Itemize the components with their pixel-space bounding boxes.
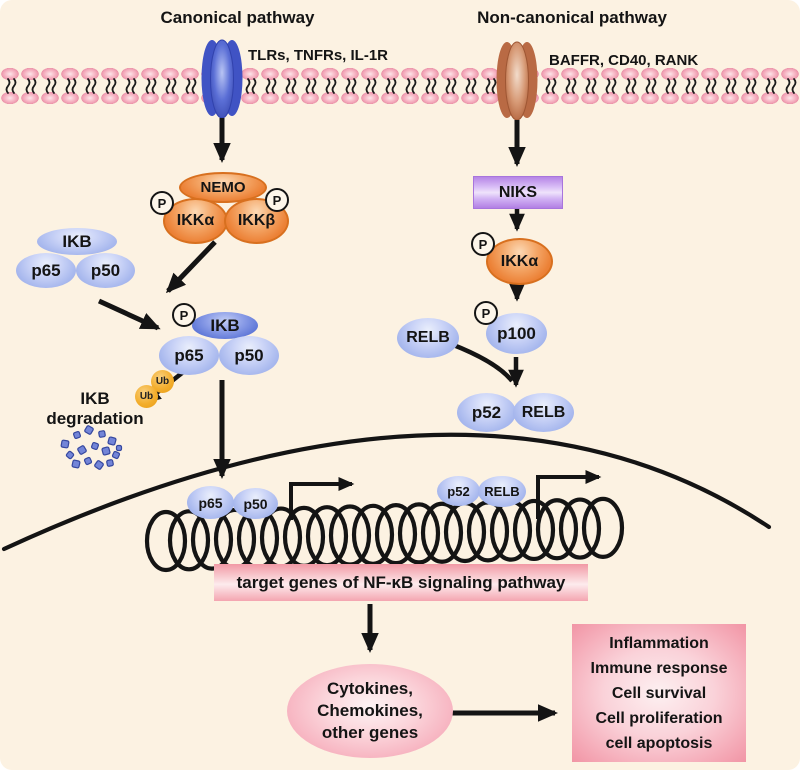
p65-protein-nuclear: p65 <box>187 486 234 519</box>
cytokines-line: other genes <box>321 723 419 742</box>
outcome-line: Inflammation <box>609 634 709 652</box>
canonical-receptor-icon <box>201 39 243 119</box>
arrow-ikk-to-complex <box>165 240 217 294</box>
cytokines-line: Chemokines, <box>317 701 423 720</box>
p52-protein-nuclear: p52 <box>437 476 480 506</box>
nemo-protein: NEMO <box>179 172 267 203</box>
membrane-lipid-row-bottom <box>0 91 800 105</box>
phospho-badge: P <box>471 232 495 256</box>
p65-protein: p65 <box>16 253 76 288</box>
noncanonical-receptor-icon <box>496 41 538 121</box>
ikka-protein-noncanonical: IKKα <box>486 238 553 285</box>
membrane-squiggles-icon <box>5 78 797 94</box>
p52-protein: p52 <box>457 393 516 432</box>
arrow-transcription-canonical <box>289 477 355 520</box>
canonical-receptors-label: TLRs, TNFRs, IL-1R <box>248 47 389 64</box>
noncanonical-receptors-label: BAFFR, CD40, RANK <box>549 52 699 69</box>
relb-protein: RELB <box>513 393 574 432</box>
cytokines-ellipse: Cytokines, Chemokines, other genes <box>287 664 453 758</box>
phospho-badge: P <box>265 188 289 212</box>
outcome-line: Cell proliferation <box>595 709 723 727</box>
p50-protein-nuclear: p50 <box>233 488 278 519</box>
target-genes-box: target genes of NF-κB signaling pathway <box>214 564 588 601</box>
degradation-fragments-icon <box>60 425 123 470</box>
ikb-protein: IKB <box>37 228 117 255</box>
canonical-pathway-title: Canonical pathway <box>160 8 315 27</box>
relb-protein-nuclear: RELB <box>478 476 526 507</box>
arrow-transcription-noncanonical <box>536 470 602 519</box>
ikb-degradation-label: IKB degradation <box>25 389 165 429</box>
phospho-badge: P <box>474 301 498 325</box>
outcomes-box: Inflammation Immune response Cell surviv… <box>572 624 746 762</box>
cytokines-line: Cytokines, <box>327 679 413 698</box>
p50-protein: p50 <box>219 336 279 375</box>
outcome-line: cell apoptosis <box>605 734 713 752</box>
outcome-line: Immune response <box>590 659 728 677</box>
phospho-badge: P <box>150 191 174 215</box>
arrow-ikb-complex-to-phospho-complex <box>97 298 161 331</box>
phospho-badge: P <box>172 303 196 327</box>
ikb-degradation-line1: IKB <box>80 389 110 408</box>
p50-protein: p50 <box>76 253 135 288</box>
ikb-protein-phosphorylated: IKB <box>192 312 258 339</box>
ubiquitin-badge: Ub <box>135 385 158 408</box>
p100-protein: p100 <box>486 313 547 354</box>
noncanonical-pathway-title: Non-canonical pathway <box>477 8 667 27</box>
relb-protein: RELB <box>397 318 459 358</box>
niks-box: NIKS <box>473 176 563 209</box>
nuclear-membrane-arc <box>1 432 772 552</box>
membrane-lipid-row-top <box>0 67 800 81</box>
ikb-degradation-line2: degradation <box>46 409 144 428</box>
outcome-line: Cell survival <box>611 684 707 702</box>
p65-protein: p65 <box>159 336 219 375</box>
